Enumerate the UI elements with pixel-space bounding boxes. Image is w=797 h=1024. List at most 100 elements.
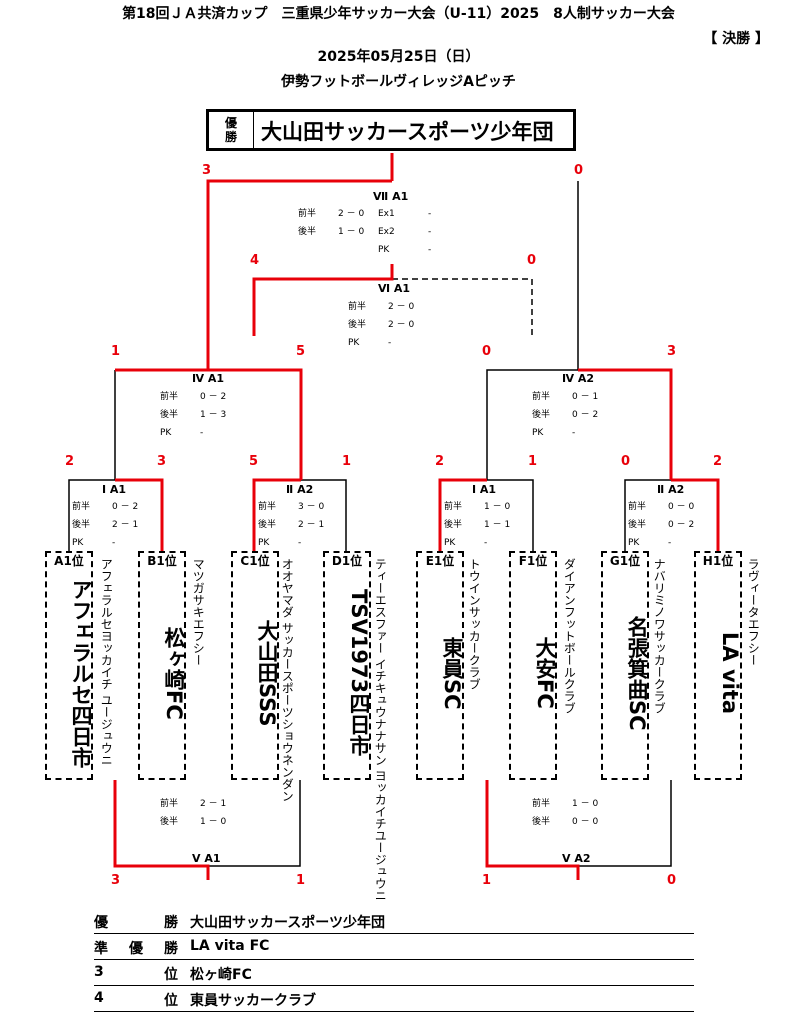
qf4-row-3: PK- xyxy=(628,534,694,552)
row-key-2: Ex1 xyxy=(378,209,395,219)
semi1-row-3: PK- xyxy=(160,424,226,442)
qf2-score-right: 1 xyxy=(342,454,352,469)
row-key: 後半 xyxy=(298,227,317,237)
row-value: 1 － 0 xyxy=(484,502,511,512)
row-value: - xyxy=(572,428,576,438)
rank-char: 3 xyxy=(94,964,104,980)
rank-char: 優 xyxy=(129,941,143,957)
team-seed: B1位 xyxy=(147,554,177,568)
qf1-row-2: 後半 2 － 1 xyxy=(72,516,138,534)
qf4-match-label: Ⅱ A2 xyxy=(657,483,685,496)
result-row-third: 3 位 松ヶ崎FC xyxy=(94,960,694,986)
third-row-3: PK- xyxy=(348,334,414,352)
team-box-a1: A1位 アフェラルセ四日市 xyxy=(45,551,93,780)
row-value-2: - xyxy=(428,227,432,237)
third-match-label: Ⅵ A1 xyxy=(378,282,411,295)
team-name: TSV1973四日市 xyxy=(347,589,371,757)
final-row-2: 後半 1 － 0 Ex2 - xyxy=(298,223,431,241)
team-box-g1: G1位 名張箕曲SC xyxy=(601,551,649,780)
rank-char: 位 xyxy=(164,993,178,1009)
row-key: 前半 xyxy=(348,302,367,312)
row-key: 後半 xyxy=(72,520,91,530)
team-seed: G1位 xyxy=(609,554,641,568)
team-seed: H1位 xyxy=(702,554,734,568)
fifth1-score-left: 3 xyxy=(111,873,121,888)
row-key: 後半 xyxy=(258,520,277,530)
row-value: 0 － 2 xyxy=(200,392,227,402)
row-value: - xyxy=(112,538,116,548)
qf3-score-right: 1 xyxy=(528,454,538,469)
rank-char: 4 xyxy=(94,990,104,1006)
row-key: 前半 xyxy=(160,799,179,809)
team-kana-g1: ナバリミノワサッカークラブ xyxy=(652,558,667,714)
team-seed: E1位 xyxy=(425,554,455,568)
row-key: 後半 xyxy=(532,817,551,827)
rank-char: 優 xyxy=(94,915,108,931)
results-summary: 優勝 大山田サッカースポーツ少年団 準優勝 LA vita FC 3 位 松ヶ崎F… xyxy=(94,908,694,1012)
qf3-match-label: Ⅰ A1 xyxy=(472,483,497,496)
row-key: PK xyxy=(628,538,640,548)
row-value: 0 － 2 xyxy=(668,520,695,530)
row-key: 前半 xyxy=(258,502,277,512)
row-key: 後半 xyxy=(160,817,179,827)
team-name: 名張箕曲SC xyxy=(625,615,649,731)
row-value: 1 － 0 xyxy=(338,227,365,237)
row-value: 0 － 0 xyxy=(668,502,695,512)
team-seed: C1位 xyxy=(240,554,270,568)
row-key: 後半 xyxy=(444,520,463,530)
row-key: 前半 xyxy=(444,502,463,512)
row-value: 1 － 1 xyxy=(484,520,511,530)
tournament-title: 第18回ＪＡ共済カップ 三重県少年サッカー大会（U-11）2025 8人制サッカ… xyxy=(122,6,675,22)
venue: 伊勢フットボールヴィレッジAピッチ xyxy=(281,74,516,90)
team-name: LA vita xyxy=(718,631,742,715)
qf1-score-right: 3 xyxy=(157,454,167,469)
qf1-row-3: PK - xyxy=(72,534,138,552)
team-seed: D1位 xyxy=(331,554,363,568)
row-value: 1 － 0 xyxy=(572,799,599,809)
team-box-d1: D1位 TSV1973四日市 xyxy=(323,551,371,780)
row-key: PK xyxy=(532,428,544,438)
qf4-score-left: 0 xyxy=(621,454,631,469)
qf4-right-line xyxy=(671,478,720,551)
result-rank: 準優勝 xyxy=(94,938,178,958)
row-value: 0 － 1 xyxy=(572,392,599,402)
final-match-label: Ⅶ A1 xyxy=(373,190,409,203)
qf3-row-2: 後半 1 － 1 xyxy=(444,516,510,534)
result-row-winner: 優勝 大山田サッカースポーツ少年団 xyxy=(94,908,694,934)
row-key-2: PK xyxy=(378,245,390,255)
third-left-line xyxy=(252,264,394,336)
fifth1-score-right: 1 xyxy=(296,873,306,888)
final-score-right: 0 xyxy=(574,163,584,178)
rank-char: 位 xyxy=(164,967,178,983)
result-team: 松ヶ崎FC xyxy=(190,967,252,983)
team-name: 大山田SSS xyxy=(255,619,279,727)
champion-box: 優 勝 大山田サッカースポーツ少年団 xyxy=(206,109,576,151)
champion-tag-top: 優 xyxy=(224,116,237,130)
row-key: PK xyxy=(72,538,84,548)
semi1-match-label: Ⅳ A1 xyxy=(192,372,225,385)
row-key-2: Ex2 xyxy=(378,227,395,237)
row-key: PK xyxy=(160,428,172,438)
row-value: 2 － 1 xyxy=(112,520,139,530)
third-right-line xyxy=(392,278,533,336)
row-key: 後半 xyxy=(160,410,179,420)
row-value-2: - xyxy=(428,209,432,219)
row-value: 2 － 1 xyxy=(200,799,227,809)
qf2-right-line xyxy=(301,479,347,551)
semi1-score-right: 5 xyxy=(296,344,306,359)
result-row-runner-up: 準優勝 LA vita FC xyxy=(94,934,694,960)
